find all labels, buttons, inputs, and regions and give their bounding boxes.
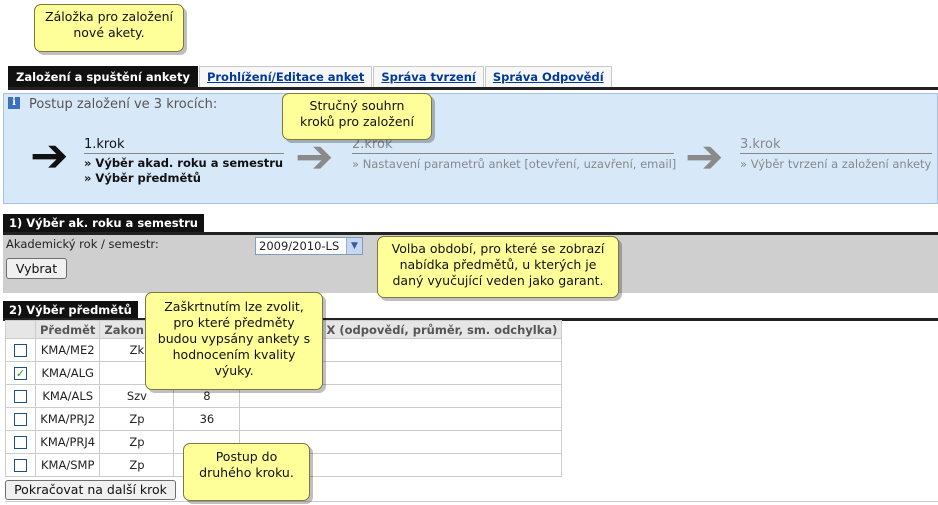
callout-steps: Stručný souhrn kroků pro založení xyxy=(282,93,432,140)
year-semester-label: Akademický rok / semestr: xyxy=(6,237,159,251)
step-1: 1.krok » Výběr akad. roku a semestru » V… xyxy=(84,137,284,185)
tab-divider xyxy=(8,87,938,90)
callout-line: daný vyučující veden jako garant. xyxy=(392,273,604,288)
section-2-title: 2) Výběr předmětů xyxy=(3,301,138,319)
step3-arrow-icon: ➔ xyxy=(685,129,724,183)
callout-line: Stručný souhrn xyxy=(309,98,405,113)
info-icon: i xyxy=(8,97,20,109)
count-cell: 36 xyxy=(173,407,241,431)
subject-cell: KMA/ME2 xyxy=(34,338,101,362)
callout-line: kroků pro založení xyxy=(300,114,414,129)
callout-line: Zaškrtnutím lze zvolit, xyxy=(164,299,304,314)
chevron-down-icon[interactable]: ▼ xyxy=(346,238,362,254)
callout-line: budou vypsány ankety s xyxy=(157,331,311,346)
callout-line: nabídka předmětů, u kterých je xyxy=(399,257,597,272)
callout-continue: Postup do druhého kroku. xyxy=(183,443,310,501)
callout-line: hodnocením kvality xyxy=(172,347,296,362)
steps-title: Postup založení ve 3 krocích: xyxy=(29,97,218,112)
column-header: Předmět xyxy=(34,320,101,339)
section-2-divider xyxy=(3,318,938,321)
step-2-heading: 2.krok xyxy=(352,137,674,154)
steps-panel xyxy=(3,93,938,204)
year-semester-value: 2009/2010-LS xyxy=(259,239,340,253)
subject-cell: KMA/ALG xyxy=(34,361,101,385)
callout-line: druhého kroku. xyxy=(199,465,294,480)
callout-line: Postup do xyxy=(215,449,278,464)
step-1-line: » Výběr předmětů xyxy=(84,171,201,185)
subject-cell: KMA/ALS xyxy=(34,384,101,408)
tab-browse-edit-surveys[interactable]: Prohlížení/Editace anket xyxy=(198,66,373,87)
row-checkbox[interactable] xyxy=(14,413,27,426)
step1-arrow-icon: ➔ xyxy=(30,128,69,182)
tab-bar: Založení a spuštění ankety Prohlížení/Ed… xyxy=(8,66,613,87)
callout-tab: Záložka pro založení nové akety. xyxy=(34,4,184,52)
section-1-title: 1) Výběr ak. roku a semestru xyxy=(3,214,204,232)
subject-cell: KMA/PRJ4 xyxy=(34,430,101,454)
callout-year: Volba období, pro které se zobrazí nabíd… xyxy=(377,236,619,298)
callout-line: pro které předměty xyxy=(173,315,295,330)
completion-cell: Zp xyxy=(99,407,175,431)
callout-line: výuky. xyxy=(214,363,254,378)
row-checkbox[interactable] xyxy=(14,344,27,357)
callout-line: Záložka pro založení xyxy=(45,9,173,24)
tab-answers[interactable]: Správa Odpovědí xyxy=(484,66,612,87)
step-2-line: » Nastavení parametrů anket [otevření, u… xyxy=(352,157,677,171)
completion-cell: Zp xyxy=(99,430,175,454)
subject-cell: KMA/SMP xyxy=(34,453,101,477)
row-checkbox-checked[interactable]: ✓ xyxy=(14,367,27,380)
step-1-heading: 1.krok xyxy=(84,137,284,154)
completion-cell: Zp xyxy=(99,453,175,477)
section-1-divider xyxy=(3,232,938,235)
step-1-line: » Výběr akad. roku a semestru xyxy=(84,156,284,170)
step-3-heading: 3.krok xyxy=(740,137,932,154)
table-row: KMA/PRJ2 Zp 36 xyxy=(5,407,563,431)
row-checkbox[interactable] xyxy=(14,436,27,449)
bottom-divider xyxy=(5,501,938,502)
column-header xyxy=(5,320,36,339)
tab-create-survey[interactable]: Založení a spuštění ankety xyxy=(8,66,198,87)
step-2: 2.krok » Nastavení parametrů anket [otev… xyxy=(352,137,677,171)
tab-statements[interactable]: Správa tvrzení xyxy=(373,66,484,87)
step-3: 3.krok » Výběr tvrzení a založení ankety xyxy=(740,137,932,171)
continue-button[interactable]: Pokračovat na další krok xyxy=(5,480,176,500)
row-checkbox[interactable] xyxy=(14,459,27,472)
year-semester-select[interactable]: 2009/2010-LS ▼ xyxy=(255,237,363,255)
subjects-table: Předmět Zakon X (odpovědí, průměr, sm. o… xyxy=(5,320,563,477)
select-button[interactable]: Vybrat xyxy=(6,258,67,279)
subject-cell: KMA/PRJ2 xyxy=(34,407,101,431)
step2-arrow-icon: ➔ xyxy=(295,129,334,183)
step-3-line: » Výběr tvrzení a založení ankety xyxy=(740,157,932,171)
callout-checkbox: Zaškrtnutím lze zvolit, pro které předmě… xyxy=(145,292,323,390)
row-checkbox[interactable] xyxy=(14,390,27,403)
callout-line: nové akety. xyxy=(73,25,145,40)
callout-line: Volba období, pro které se zobrazí xyxy=(391,241,605,256)
